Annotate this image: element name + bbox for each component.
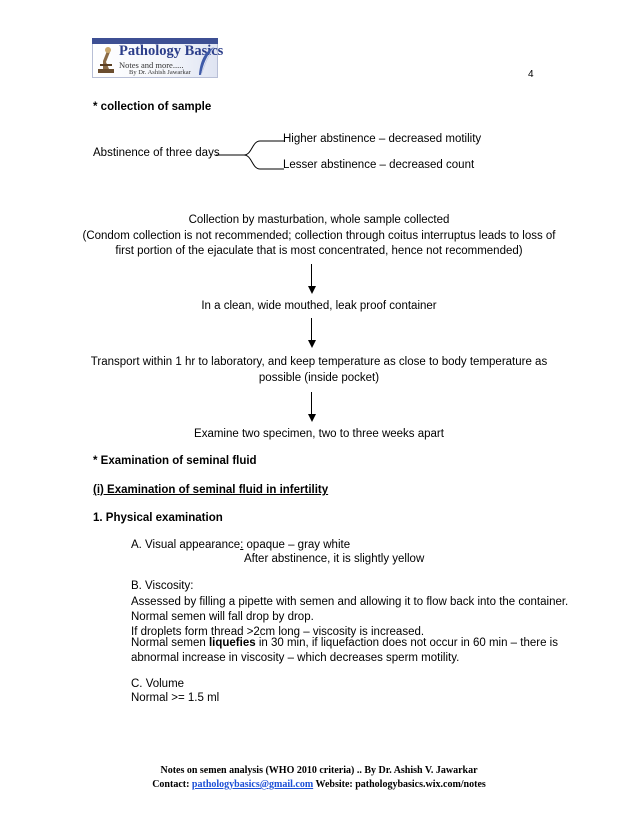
viscosity-line-5: abnormal increase in viscosity – which d… xyxy=(131,652,460,664)
abstinence-text: Abstinence of three days xyxy=(93,147,220,159)
higher-abstinence-text: Higher abstinence – decreased motility xyxy=(283,133,482,145)
collection-step-1-line-1: Collection by masturbation, whole sample… xyxy=(188,214,450,226)
liquefies-term: liquefies xyxy=(208,637,256,649)
microscope-emblem-icon xyxy=(98,47,114,73)
collection-step-1-line-2: (Condom collection is not recommended; c… xyxy=(82,230,556,242)
logo-author: By Dr. Ashish Jawarkar xyxy=(129,69,191,76)
viscosity-line-2: Normal semen will fall drop by drop. xyxy=(131,611,314,623)
logo-top-bar xyxy=(92,38,218,44)
logo-subtitle: Notes and more..... xyxy=(119,60,184,70)
collection-step-3-line-2: possible (inside pocket) xyxy=(258,372,380,384)
viscosity-line-4-post: in 30 min, if liquefaction does not occu… xyxy=(255,637,558,649)
viscosity-line-4: Normal semen liquefies in 30 min, if liq… xyxy=(131,637,558,649)
footer-email-link[interactable]: pathologybasics@gmail.com xyxy=(191,779,314,790)
lesser-abstinence-text: Lesser abstinence – decreased count xyxy=(283,159,475,171)
infertility-subheading: (i) Examination of seminal fluid in infe… xyxy=(93,484,329,496)
volume-label: C. Volume xyxy=(131,678,185,690)
visual-appearance-value: opaque – gray white xyxy=(243,539,351,551)
footer-line-1: Notes on semen analysis (WHO 2010 criter… xyxy=(160,765,478,776)
viscosity-line-1: Assessed by filling a pipette with semen… xyxy=(131,596,569,608)
viscosity-line-4-pre: Normal semen xyxy=(131,637,209,649)
viscosity-line-3: If droplets form thread >2cm long – visc… xyxy=(131,626,425,638)
footer-contact-line: Contact: pathologybasics@gmail.com Websi… xyxy=(0,779,638,790)
viscosity-label: B. Viscosity: xyxy=(131,580,194,592)
visual-appearance-after-abstinence: After abstinence, it is slightly yellow xyxy=(244,553,425,565)
feather-quill-icon xyxy=(199,46,215,76)
collection-step-4: Examine two specimen, two to three weeks… xyxy=(194,428,444,440)
page-number: 4 xyxy=(528,69,534,80)
physical-examination-heading: 1. Physical examination xyxy=(93,512,223,524)
footer-website: Website: pathologybasics.wix.com/notes xyxy=(313,779,486,790)
abstinence-bracket xyxy=(216,140,284,170)
down-arrow-icon xyxy=(308,392,316,422)
footer-contact-label: Contact: xyxy=(152,779,192,790)
collection-step-3-line-1: Transport within 1 hr to laboratory, and… xyxy=(90,356,548,368)
down-arrow-icon xyxy=(308,318,316,348)
examination-heading: * Examination of seminal fluid xyxy=(93,455,257,467)
pathology-basics-logo: Pathology Basics Notes and more..... By … xyxy=(92,38,223,78)
logo-title: Pathology Basics xyxy=(119,43,224,59)
volume-value: Normal >= 1.5 ml xyxy=(131,692,220,704)
visual-appearance-colon: : xyxy=(240,539,244,551)
collection-heading: * collection of sample xyxy=(93,101,212,113)
collection-step-1-line-3: first portion of the ejaculate that is m… xyxy=(115,245,523,257)
visual-appearance-label: A. Visual appearance xyxy=(131,539,241,551)
visual-appearance-line: A. Visual appearance: opaque – gray whit… xyxy=(131,539,350,551)
down-arrow-icon xyxy=(308,264,316,294)
collection-step-2: In a clean, wide mouthed, leak proof con… xyxy=(201,300,437,312)
